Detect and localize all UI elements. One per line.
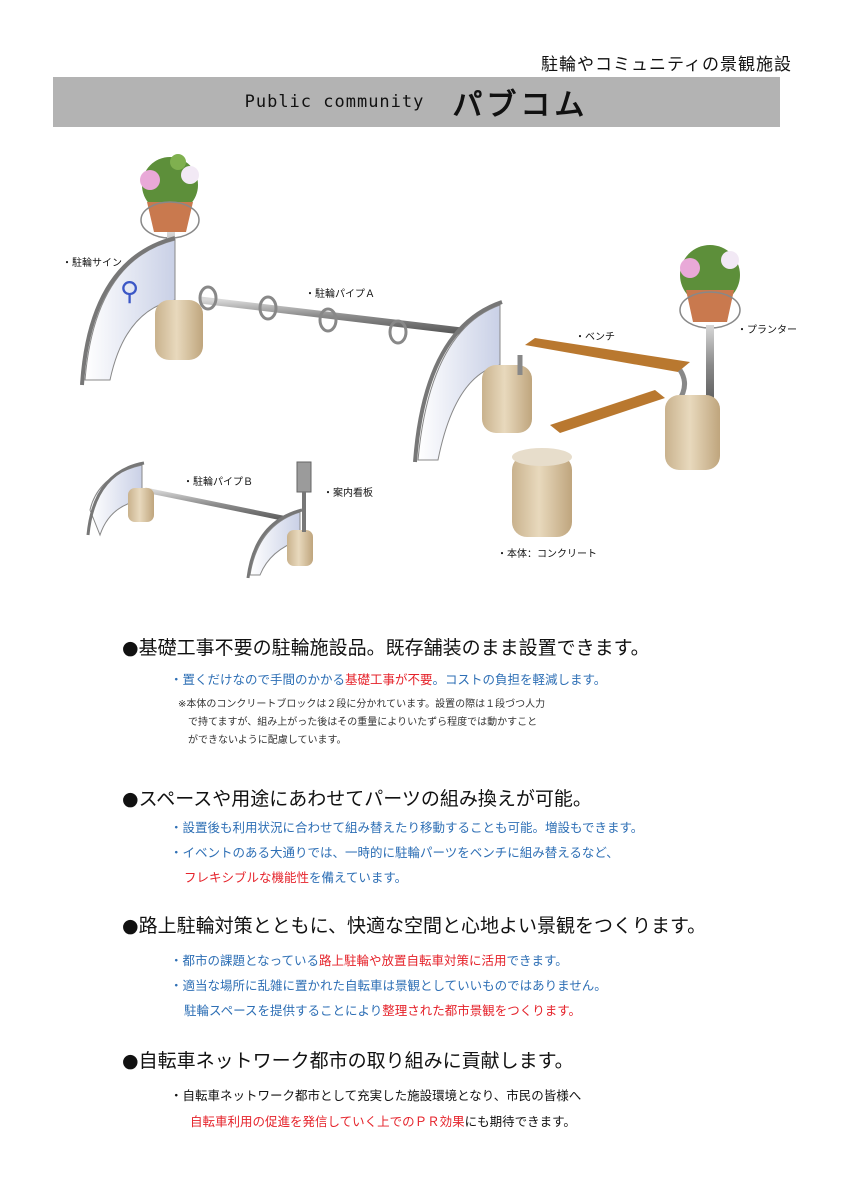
note-line-3: ができないように配慮しています。 <box>188 735 347 746</box>
title-english: Public community <box>244 92 425 112</box>
callout-pipe-b: ・駐輪パイプＢ <box>183 477 253 488</box>
section-2-bullet-1: ・設置後も利用状況に合わせて組み替えたり移動することも可能。増設もできます。 <box>170 820 644 835</box>
callout-bench: ・ベンチ <box>575 332 615 343</box>
note-line-2: で持てますが、組み上がった後はその重量によりいたずら程度では動かすこと <box>188 717 538 728</box>
parking-pipe-b <box>144 487 293 523</box>
svg-text:⚲: ⚲ <box>120 277 139 307</box>
section-4-heading: ●自転車ネットワーク都市の取り組みに貢献します。 <box>122 1050 574 1072</box>
section-4-bullet-1: ・自転車ネットワーク都市として充実した施設環境となり、市民の皆様へ <box>170 1088 582 1103</box>
section-1-note: ※本体のコンクリートブロックは２段に分かれています。設置の際は１段づつ人力 で持… <box>178 696 545 750</box>
callout-board: ・案内看板 <box>323 488 373 499</box>
section-4-bullet-2: 自転車利用の促進を発信していく上でのＰＲ効果にも期待できます。 <box>190 1114 576 1129</box>
section-1-bullet-1: ・置くだけなので手間のかかる基礎工事が不要。コストの負担を軽減します。 <box>170 672 607 687</box>
section-3-bullet-3: 駐輪スペースを提供することにより整理された都市景観をつくります。 <box>184 1003 582 1018</box>
section-2-bullet-2: ・イベントのある大通りでは、一時的に駐輪パーツをベンチに組み替えるなど、 <box>170 845 619 860</box>
callout-planter: ・プランター <box>737 325 797 336</box>
section-3-heading: ●路上駐輪対策とともに、快適な空間と心地よい景観をつくります。 <box>122 915 707 937</box>
section-2-bullet-3: フレキシブルな機能性を備えています。 <box>184 870 408 885</box>
section-3-bullet-1: ・都市の課題となっている路上駐輪や放置自転車対策に活用できます。 <box>170 953 568 968</box>
section-1-heading: ●基礎工事不要の駐輪施設品。既存舗装のまま設置できます。 <box>122 637 650 659</box>
title-banner: Public community パブコム <box>53 77 780 127</box>
bench-lower <box>550 390 665 433</box>
section-3-bullet-2: ・適当な場所に乱雑に置かれた自転車は景観としていいものではありません。 <box>170 978 607 993</box>
bench-upper <box>525 338 690 372</box>
callout-pipe-a: ・駐輪パイプＡ <box>305 289 375 300</box>
callout-body: ・本体：コンクリート <box>497 549 597 560</box>
callout-sign: ・駐輪サイン <box>62 258 122 269</box>
note-line-1: ※本体のコンクリートブロックは２段に分かれています。設置の際は１段づつ人力 <box>178 699 546 710</box>
title-japanese: パブコム <box>452 88 589 123</box>
page-subtitle: 駐輪やコミュニティの景観施設 <box>541 55 792 75</box>
section-2-heading: ●スペースや用途にあわせてパーツの組み換えが可能。 <box>122 788 592 810</box>
planter-right <box>679 245 741 405</box>
product-illustration: ⚲ <box>80 154 741 579</box>
